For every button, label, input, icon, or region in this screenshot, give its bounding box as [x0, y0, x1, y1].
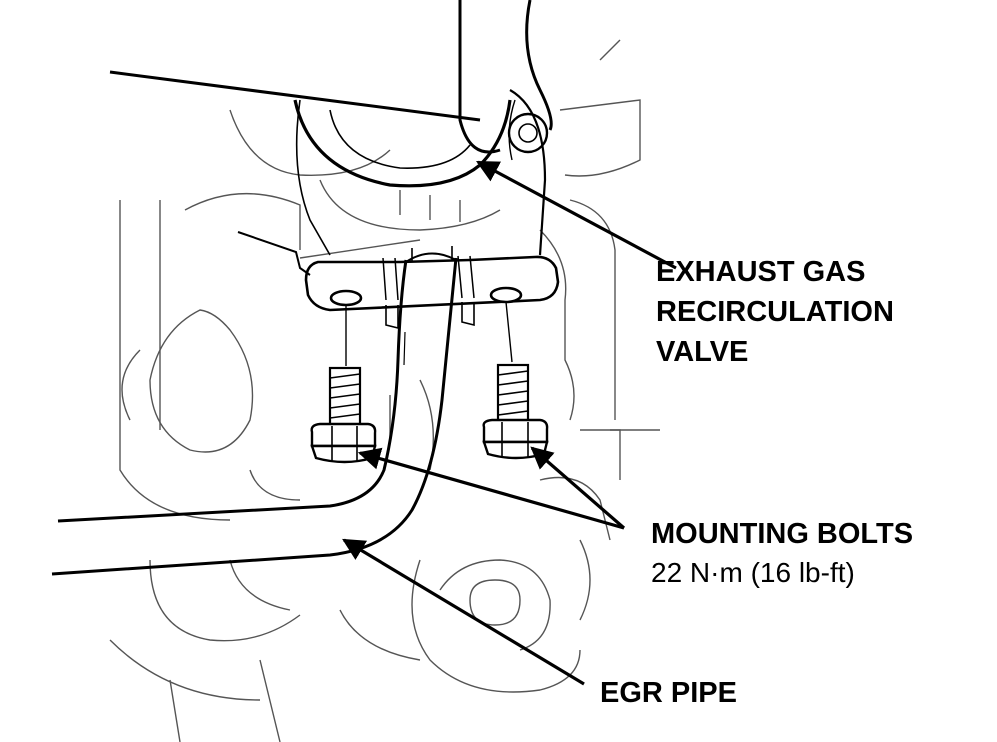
egr-valve-label: EXHAUST GAS RECIRCULATION VALVE	[656, 252, 894, 372]
egr-valve-leader	[476, 160, 677, 270]
egr-pipe-label: EGR PIPE	[600, 677, 737, 709]
egr-valve-body	[293, 89, 549, 256]
mounting-flange	[237, 231, 560, 330]
egr-pipe	[51, 246, 458, 576]
engine-background-detail	[109, 39, 660, 742]
mounting-bolt-left	[310, 305, 377, 464]
egr-valve-label-line1: EXHAUST GAS	[656, 256, 866, 288]
egr-valve-label-line2: RECIRCULATION	[656, 296, 894, 328]
torque-spec-label: 22 N·m (16 lb-ft)	[651, 557, 855, 588]
mounting-bolts-label: MOUNTING BOLTS	[651, 518, 914, 550]
bolt-left-leader	[357, 447, 625, 530]
bolt-right-leader	[530, 446, 626, 530]
mounting-bolt-right	[482, 301, 549, 460]
leader-arrows	[342, 160, 677, 686]
egr-pipe-leader	[342, 538, 585, 686]
egr-valve-label-line3: VALVE	[656, 336, 749, 368]
upper-pipe-lines	[109, 0, 553, 154]
